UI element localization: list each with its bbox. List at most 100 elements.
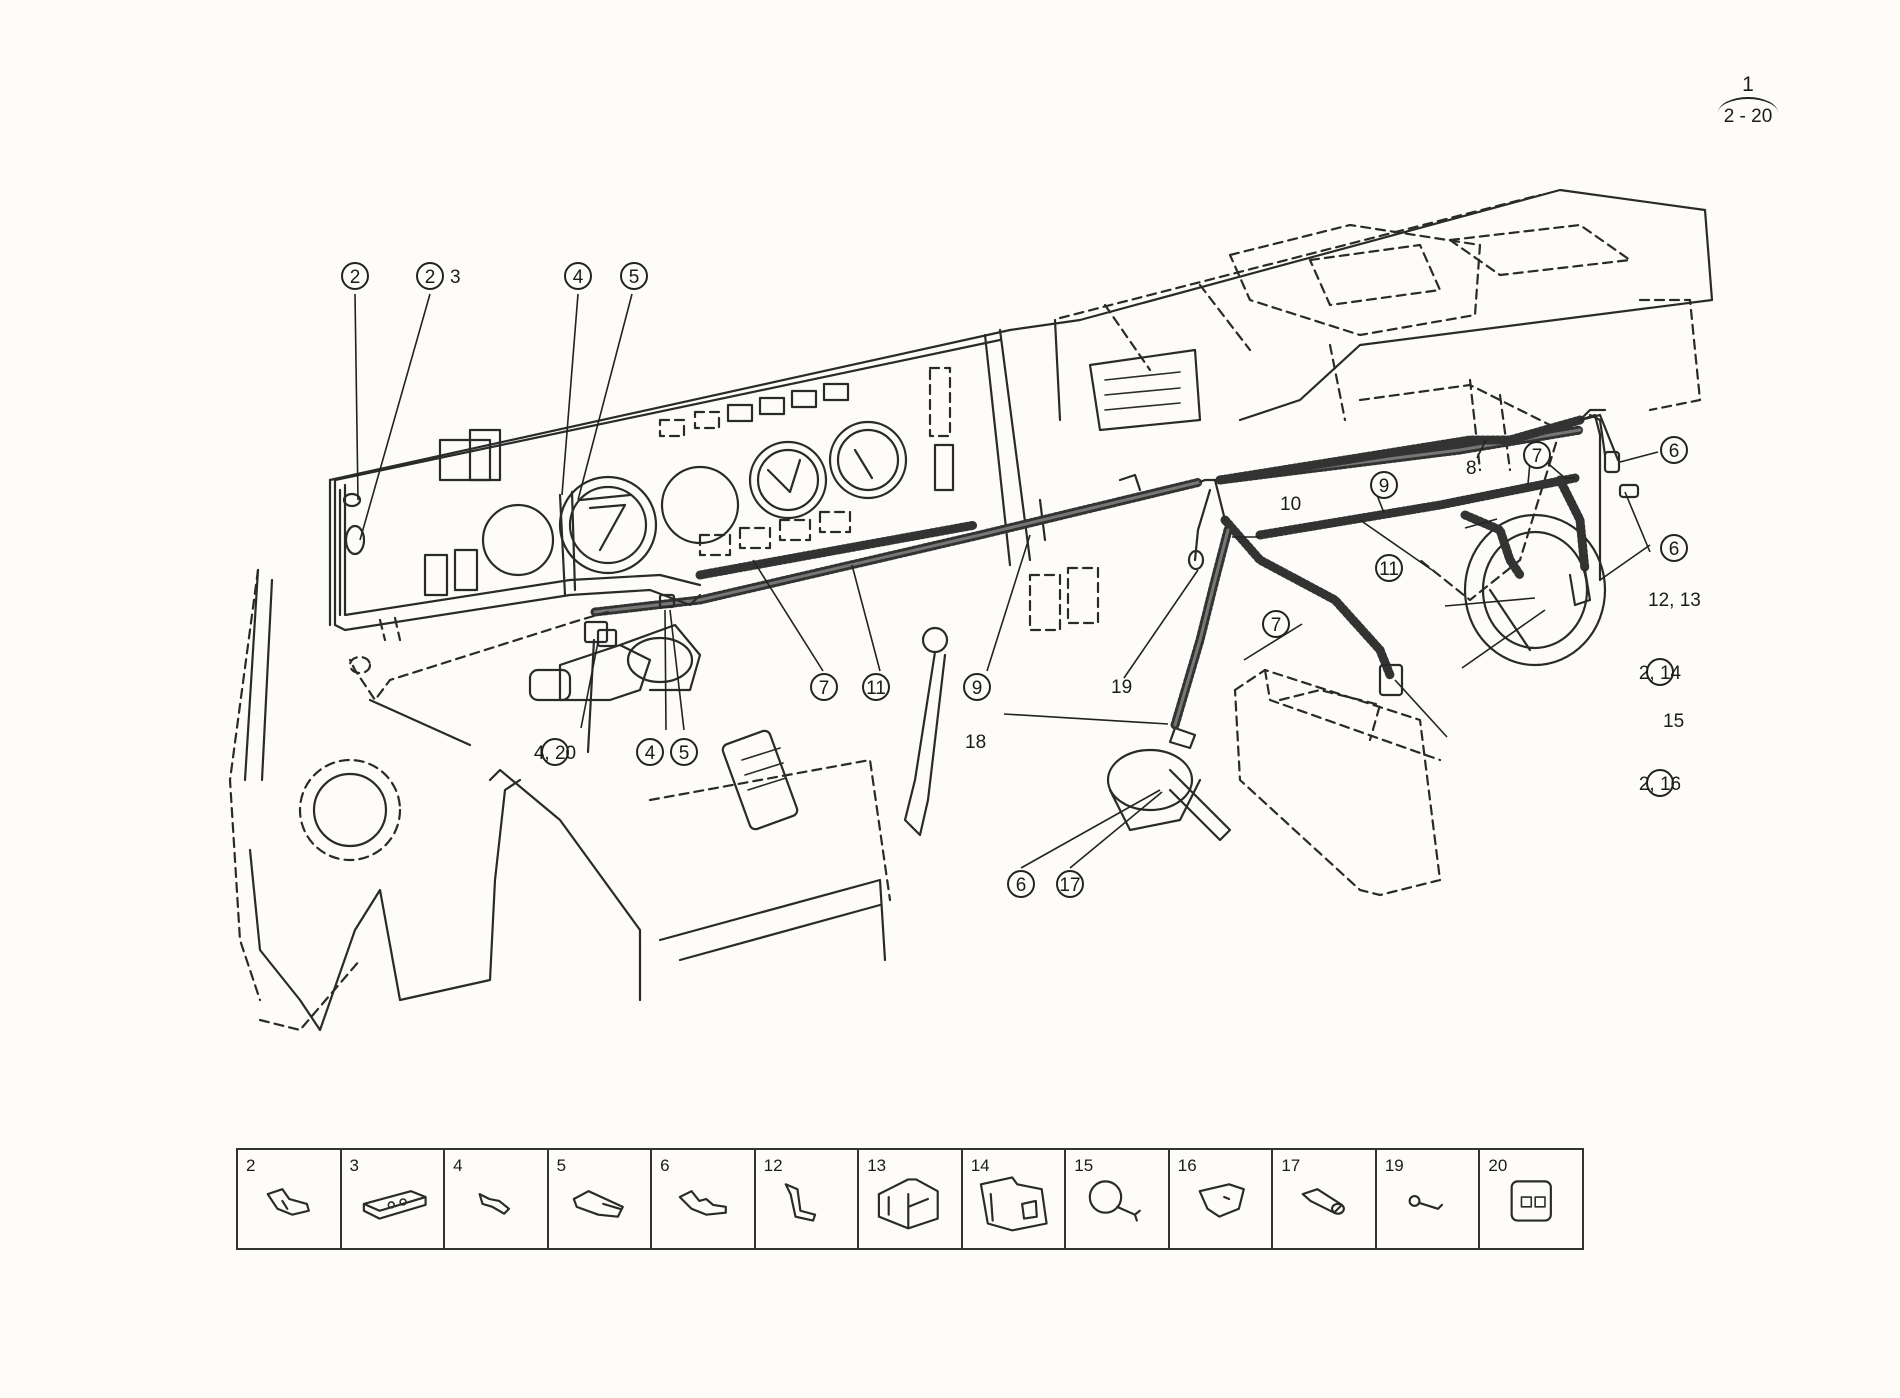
figure-range: 2 - 20 <box>1723 106 1773 127</box>
figure-number: 1 <box>1742 73 1754 96</box>
callout-2-14[interactable]: 2, 14 <box>1639 658 1682 686</box>
callout-7a[interactable]: 7 <box>1523 441 1551 469</box>
battery-box <box>1233 668 1442 897</box>
bulb-holder-icon <box>1088 1180 1142 1222</box>
connector-block-icon <box>362 1190 427 1220</box>
svg-text:18: 18 <box>965 732 986 753</box>
figure-reference: 1 2 - 20 <box>1712 74 1784 126</box>
callout-11b[interactable]: 11 <box>862 673 890 701</box>
svg-text:2: 2 <box>425 267 436 288</box>
leader-lines <box>354 293 1659 869</box>
part-number: 16 <box>1177 1156 1197 1175</box>
callout-17[interactable]: 17 <box>1056 870 1084 898</box>
connector-cap-icon <box>1198 1183 1245 1218</box>
part-number: 15 <box>1074 1156 1094 1175</box>
part-cell-4[interactable]: 4 <box>445 1150 549 1248</box>
callout-7b[interactable]: 7 <box>1262 610 1290 638</box>
callout-4a[interactable]: 4 <box>564 262 592 290</box>
part-cell-20[interactable]: 20 <box>1480 1150 1582 1248</box>
part-number: 3 <box>349 1156 359 1175</box>
steering-column <box>368 623 949 837</box>
svg-text:5: 5 <box>629 267 640 288</box>
grommet-icon <box>1301 1188 1346 1215</box>
part-cell-19[interactable]: 19 <box>1377 1150 1481 1248</box>
svg-text:10: 10 <box>1280 494 1301 515</box>
callout-3[interactable]: 3 <box>450 267 461 288</box>
part-cell-14[interactable]: 14 <box>963 1150 1067 1248</box>
callout-6c[interactable]: 6 <box>1007 870 1035 898</box>
lower-dash-body <box>228 568 892 1032</box>
callout-2a[interactable]: 2 <box>341 262 369 290</box>
svg-text:6: 6 <box>1669 539 1680 560</box>
svg-text:8: 8 <box>1466 458 1477 479</box>
svg-text:19: 19 <box>1111 677 1132 698</box>
callout-9b[interactable]: 9 <box>963 673 991 701</box>
svg-text:4: 4 <box>645 743 656 764</box>
callout-19[interactable]: 19 <box>1111 677 1132 698</box>
brace-icon <box>1718 97 1778 113</box>
callout-6b[interactable]: 6 <box>1660 534 1688 562</box>
part-cell-6[interactable]: 6 <box>652 1150 756 1248</box>
part-number: 5 <box>556 1156 567 1175</box>
part-number: 17 <box>1281 1156 1301 1175</box>
insulating-sleeve-icon <box>572 1190 624 1218</box>
part-number: 14 <box>970 1156 990 1175</box>
svg-text:7: 7 <box>1532 446 1543 467</box>
dashboard-outline <box>328 188 1714 627</box>
svg-text:6: 6 <box>1669 441 1680 462</box>
socket-housing-icon <box>979 1176 1048 1232</box>
callout-12-13[interactable]: 12, 13 <box>1648 590 1701 611</box>
svg-text:2, 14: 2, 14 <box>1639 663 1682 684</box>
callout-9a[interactable]: 9 <box>1370 471 1398 499</box>
harness-left <box>333 478 702 754</box>
callout-11a[interactable]: 11 <box>1375 554 1403 582</box>
part-cell-12[interactable]: 12 <box>756 1150 860 1248</box>
terminal-lug-icon <box>678 1190 727 1216</box>
svg-text:12, 13: 12, 13 <box>1648 590 1701 611</box>
svg-text:6: 6 <box>1016 875 1027 896</box>
part-number: 2 <box>246 1156 256 1175</box>
part-number: 4 <box>453 1156 463 1175</box>
svg-text:11: 11 <box>866 678 886 699</box>
svg-text:4, 20: 4, 20 <box>534 743 576 764</box>
horn-assembly <box>1106 513 1607 842</box>
part-cell-15[interactable]: 15 <box>1066 1150 1170 1248</box>
callout-15[interactable]: 15 <box>1663 711 1684 732</box>
svg-text:3: 3 <box>450 267 461 288</box>
part-cell-5[interactable]: 5 <box>549 1150 653 1248</box>
callout-8[interactable]: 8 <box>1466 458 1477 479</box>
svg-text:7: 7 <box>1271 615 1282 636</box>
relay-icon <box>1510 1180 1553 1222</box>
part-cell-13[interactable]: 13 <box>859 1150 963 1248</box>
svg-text:9: 9 <box>972 678 983 699</box>
callout-18[interactable]: 18 <box>965 732 986 753</box>
part-cell-2[interactable]: 2 <box>238 1150 342 1248</box>
callout-2b[interactable]: 2 <box>416 262 444 290</box>
callout-10[interactable]: 10 <box>1280 494 1301 515</box>
callout-4-20[interactable]: 4, 20 <box>534 738 576 766</box>
instrument-cluster <box>333 338 1142 642</box>
svg-text:5: 5 <box>679 743 690 764</box>
callout-5a[interactable]: 5 <box>620 262 648 290</box>
callout-5b[interactable]: 5 <box>670 738 698 766</box>
part-cell-17[interactable]: 17 <box>1273 1150 1377 1248</box>
part-number: 12 <box>763 1156 783 1175</box>
svg-text:11: 11 <box>1379 559 1399 580</box>
terminal-icon <box>478 1193 511 1215</box>
svg-text:2: 2 <box>350 267 361 288</box>
callout-6a[interactable]: 6 <box>1660 436 1688 464</box>
harness-main <box>590 408 1640 730</box>
part-number: 6 <box>660 1156 670 1175</box>
parts-legend-table: 2 3 4 5 6 12 13 14 15 16 17 19 <box>236 1148 1584 1250</box>
callout-4b[interactable]: 4 <box>636 738 664 766</box>
part-cell-16[interactable]: 16 <box>1170 1150 1274 1248</box>
svg-text:4: 4 <box>573 267 584 288</box>
callout-2-16[interactable]: 2, 16 <box>1639 769 1681 797</box>
part-cell-3[interactable]: 3 <box>342 1150 446 1248</box>
part-number: 13 <box>867 1156 887 1175</box>
mounting-bracket-icon <box>878 1178 939 1230</box>
callout-7c[interactable]: 7 <box>810 673 838 701</box>
callouts: 2 2 3 4 5 6 6 7 8 9 10 11 12, 13 2, 14 1… <box>341 262 1701 898</box>
ring-terminal-icon <box>1408 1194 1443 1210</box>
svg-text:17: 17 <box>1059 875 1080 896</box>
